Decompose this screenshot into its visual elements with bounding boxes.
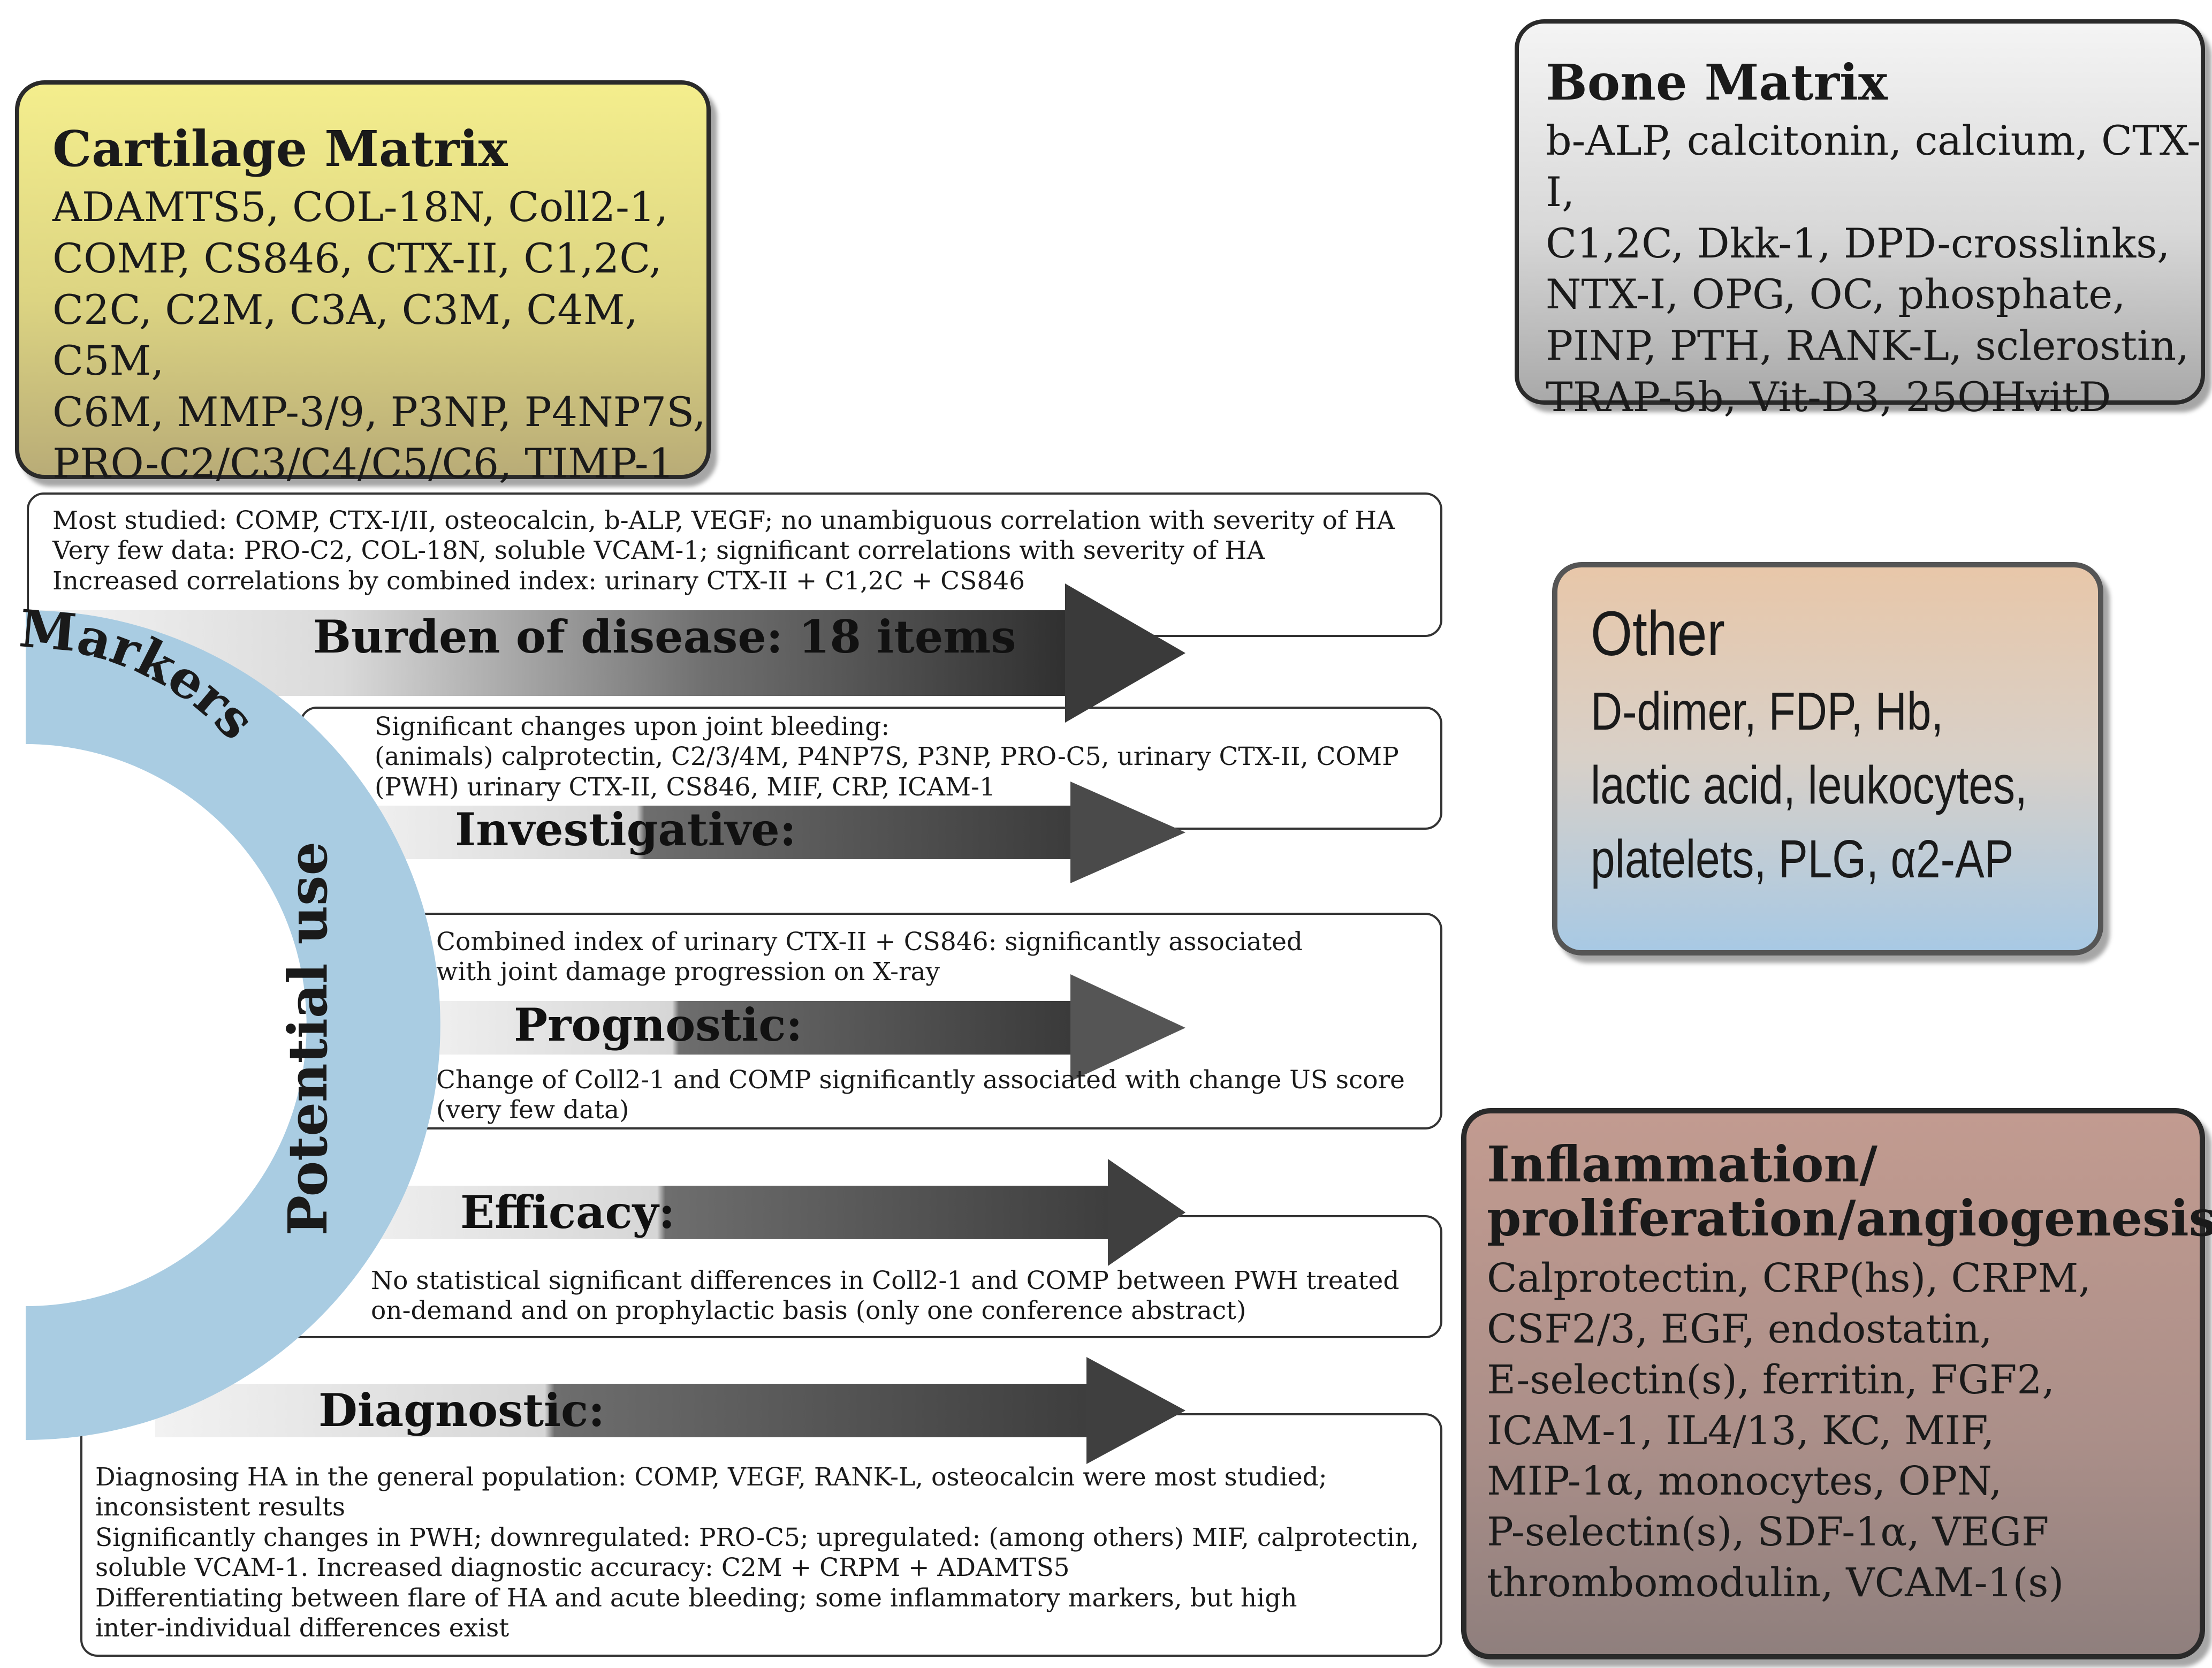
note-line: inconsistent results: [95, 1492, 345, 1522]
arrow-prognostic: [407, 974, 1185, 1081]
note-line: Diagnosing HA in the general population:…: [95, 1462, 1327, 1492]
other-markers-items: D-dimer, FDP, Hb, lactic acid, leukocyte…: [1591, 674, 2095, 896]
potential-use-arc: [26, 610, 440, 1440]
note-line: with joint damage progression on X-ray: [436, 957, 940, 987]
arrow-efficacy: [332, 1159, 1185, 1266]
note-line: Increased correlations by combined index…: [52, 566, 1025, 596]
cartilage-matrix-title: Cartilage Matrix: [52, 120, 508, 178]
note-line: No statistical significant differences i…: [371, 1266, 1400, 1295]
marker-line: C2C, C2M, C3A, C3M, C4M, C5M,: [52, 285, 638, 385]
inflammation-items: Calprotectin, CRP(hs), CRPM, CSF2/3, EGF…: [1487, 1253, 2200, 1608]
marker-line: TRAP-5b, Vit-D3, 25OHvitD: [1546, 373, 2111, 421]
marker-line: C6M, MMP-3/9, P3NP, P4NP7S,: [52, 388, 706, 436]
marker-line: lactic acid, leukocytes,: [1591, 755, 2027, 815]
marker-line: PINP, PTH, RANK-L, sclerostin,: [1546, 322, 2190, 370]
marker-line: Calprotectin, CRP(hs), CRPM,: [1487, 1255, 2091, 1302]
bone-matrix-title: Bone Matrix: [1546, 54, 1888, 111]
marker-line: thrombomodulin, VCAM-1(s): [1487, 1559, 2064, 1606]
marker-line: E-selectin(s), ferritin, FGF2,: [1487, 1356, 2055, 1403]
note-line: Most studied: COMP, CTX-I/II, osteocalci…: [52, 506, 1395, 535]
title-line: Inflammation/: [1487, 1135, 1878, 1193]
note-line: (animals) calprotectin, C2/3/4M, P4NP7S,…: [375, 742, 1399, 772]
burden-notes: Most studied: COMP, CTX-I/II, osteocalci…: [52, 506, 1395, 596]
note-line: soluble VCAM-1. Increased diagnostic acc…: [95, 1553, 1070, 1583]
bone-matrix-items: b-ALP, calcitonin, calcium, CTX-I, C1,2C…: [1546, 115, 2201, 423]
diagnostic-notes: Diagnosing HA in the general population:…: [95, 1462, 1419, 1643]
marker-line: COMP, CS846, CTX-II, C1,2C,: [52, 234, 662, 282]
marker-line: b-ALP, calcitonin, calcium, CTX-I,: [1546, 117, 2201, 216]
note-line: Combined index of urinary CTX-II + CS846…: [436, 927, 1303, 957]
inflammation-title: Inflammation/ proliferation/angiogenesis: [1487, 1135, 2212, 1248]
inflammation-box: Inflammation/ proliferation/angiogenesis…: [1461, 1108, 2212, 1659]
title-line: proliferation/angiogenesis: [1487, 1189, 2212, 1248]
diagnostic-label: Diagnostic:: [318, 1384, 605, 1437]
note-line: Change of Coll2-1 and COMP significantly…: [436, 1065, 1405, 1095]
note-line: Significantly changes in PWH; downregula…: [95, 1522, 1419, 1552]
note-line: Differentiating between flare of HA and …: [95, 1583, 1297, 1613]
marker-line: ADAMTS5, COL-18N, Coll2-1,: [52, 183, 668, 231]
marker-line: ICAM-1, IL4/13, KC, MIF,: [1487, 1407, 1995, 1454]
marker-line: C1,2C, Dkk-1, DPD-crosslinks,: [1546, 219, 2170, 267]
marker-line: MIP-1α, monocytes, OPN,: [1487, 1458, 2002, 1505]
burden-label: Burden of disease: 18 items: [313, 610, 1016, 663]
efficacy-label: Efficacy:: [460, 1186, 675, 1239]
other-markers-box: Other D-dimer, FDP, Hb, lactic acid, leu…: [1552, 562, 2103, 956]
arrow-diagnostic: [155, 1357, 1185, 1464]
prognostic-label: Prognostic:: [514, 998, 803, 1051]
marker-line: PRO-C2/C3/C4/C5/C6, TIMP-1: [52, 439, 674, 487]
note-line: (very few data): [436, 1095, 629, 1125]
efficacy-notes: No statistical significant differences i…: [371, 1266, 1399, 1326]
marker-line: CSF2/3, EGF, endostatin,: [1487, 1306, 1993, 1353]
cartilage-matrix-items: ADAMTS5, COL-18N, Coll2-1, COMP, CS846, …: [52, 181, 706, 489]
investigative-label: Investigative:: [455, 803, 796, 856]
note-line: (PWH) urinary CTX-II, CS846, MIF, CRP, I…: [375, 772, 995, 802]
marker-line: P-selectin(s), SDF-1α, VEGF: [1487, 1508, 2049, 1555]
potential-use-label: Potential use: [276, 841, 339, 1235]
note-line: Significant changes upon joint bleeding:: [375, 712, 890, 741]
bone-matrix-box: Bone Matrix b-ALP, calcitonin, calcium, …: [1515, 19, 2205, 421]
prognostic-notes-bottom: Change of Coll2-1 and COMP significantly…: [436, 1065, 1405, 1126]
investigative-notes: Significant changes upon joint bleeding:…: [375, 712, 1399, 802]
marker-line: NTX-I, OPG, OC, phosphate,: [1546, 270, 2126, 319]
prognostic-notes-top: Combined index of urinary CTX-II + CS846…: [436, 927, 1303, 988]
note-line: Very few data: PRO-C2, COL-18N, soluble …: [52, 536, 1265, 566]
diagnostic-info-box: [80, 1413, 1442, 1657]
arrow-investigative: [337, 782, 1185, 883]
note-line: inter-individual differences exist: [95, 1613, 510, 1643]
marker-line: platelets, PLG, α2-AP: [1591, 829, 2014, 889]
cartilage-matrix-box: Cartilage Matrix ADAMTS5, COL-18N, Coll2…: [15, 80, 711, 487]
note-line: on-demand and on prophylactic basis (onl…: [371, 1296, 1246, 1326]
marker-line: D-dimer, FDP, Hb,: [1591, 681, 1944, 741]
other-markers-title: Other: [1591, 598, 1725, 669]
